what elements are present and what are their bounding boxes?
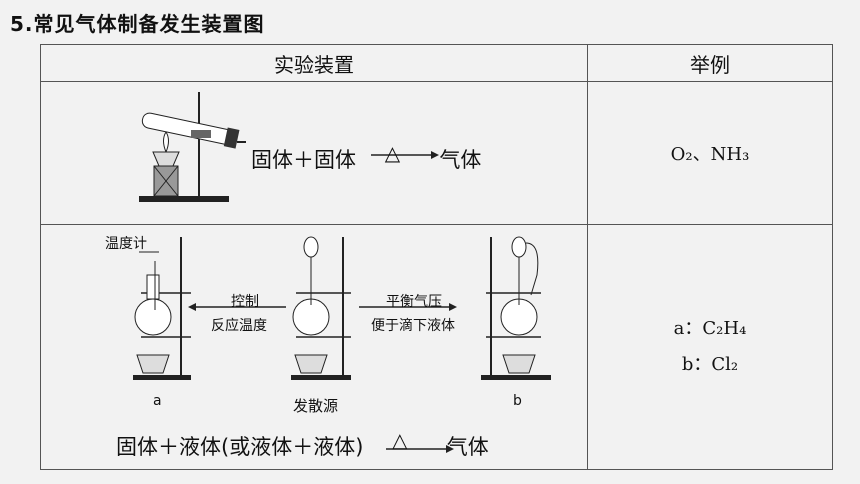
apparatus-cell-solid-liquid: 温度计 控制 反应温度 平衡气压 便于滴下液体 a b 发散源 固体＋液体(或液… [40, 224, 588, 470]
center-label: 发散源 [293, 397, 339, 415]
equation-right: 气体 [446, 435, 489, 459]
balance-label-2: 便于滴下液体 [371, 318, 455, 334]
thermometer-label: 温度计 [105, 236, 147, 252]
example-cell-1: O₂、NH₃ [587, 81, 833, 225]
equation-right: 气体 [439, 148, 482, 172]
header-apparatus: 实验装置 [40, 44, 588, 82]
header-example: 举例 [587, 44, 833, 82]
equation-solid-liquid: 固体＋液体(或液体＋液体) △ 气体 [116, 428, 489, 461]
solid-liquid-apparatus-drawing [133, 236, 551, 453]
apparatus-cell-solid-solid: 固体＋固体 △ 气体 [40, 81, 588, 225]
equation-solid-solid: 固体＋固体 △ 气体 [251, 141, 482, 174]
example-a: a：C₂H₄ [673, 318, 747, 339]
balance-label-1: 平衡气压 [386, 294, 442, 310]
solid-heating-apparatus-drawing [139, 92, 439, 202]
control-label-1: 控制 [231, 294, 259, 310]
condition-heat-symbol: △ [392, 428, 408, 452]
example-cell-2: a：C₂H₄ b：Cl₂ [587, 224, 833, 470]
apparatus-label-a: a [153, 393, 162, 409]
condition-heat-symbol: △ [384, 141, 401, 165]
page-title: 5.常见气体制备发生装置图 [10, 12, 265, 36]
example-b: b：Cl₂ [681, 354, 739, 375]
equation-left: 固体＋液体(或液体＋液体) [116, 435, 364, 459]
control-label-2: 反应温度 [211, 318, 267, 334]
equation-left: 固体＋固体 [251, 148, 356, 172]
apparatus-label-b: b [513, 393, 522, 409]
apparatus-table: 实验装置 举例 [40, 44, 833, 470]
